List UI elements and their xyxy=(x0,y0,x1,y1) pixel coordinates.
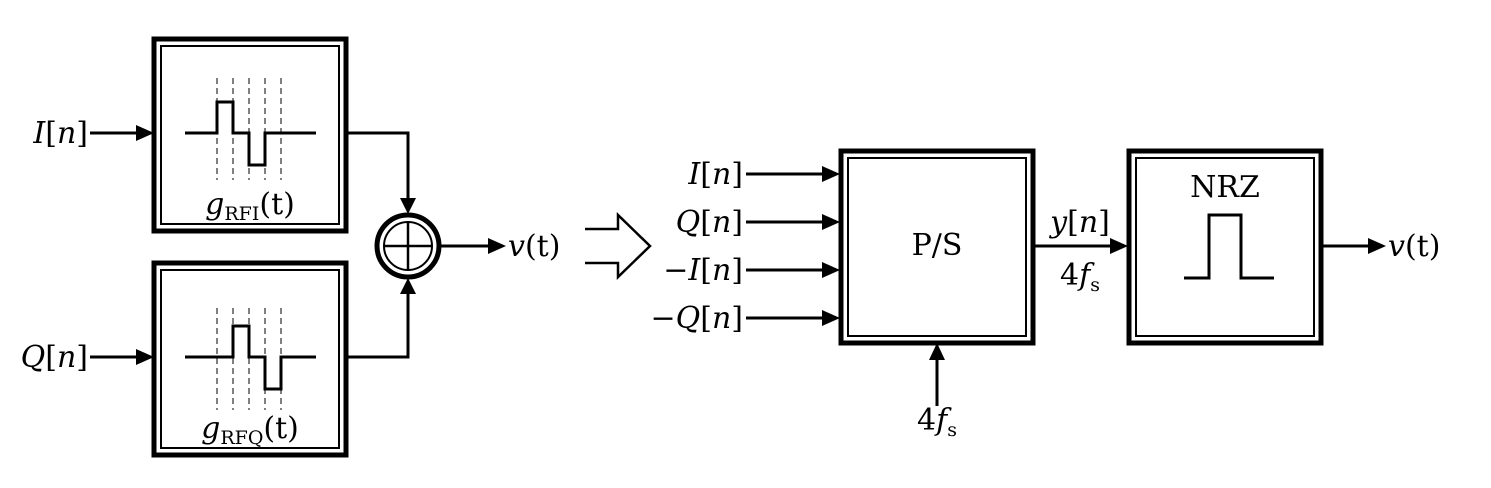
ps-block-label: P/S xyxy=(912,228,963,263)
input-arrow-q xyxy=(90,349,154,365)
output-arrow-right xyxy=(1321,238,1386,254)
nrz-pulse-icon xyxy=(1184,213,1274,280)
ps-input-label-1: I[n] xyxy=(687,157,743,192)
ps-input-arrows xyxy=(746,166,840,326)
nrz-block-label: NRZ xyxy=(1190,170,1260,205)
filter-block-rfi: gRFI(t) xyxy=(151,36,349,234)
mid-rate-label: 4fs xyxy=(1060,258,1100,296)
filter-label-rfi: gRFI(t) xyxy=(205,187,295,225)
ps-block: P/S xyxy=(838,148,1036,346)
summing-junction xyxy=(374,212,442,280)
equivalence-arrow-icon xyxy=(585,212,652,280)
ps-input-label-2: Q[n] xyxy=(676,205,743,240)
clock-label: 4fs xyxy=(917,403,957,441)
output-arrow-left xyxy=(439,238,506,254)
ps-input-label-3: −I[n] xyxy=(663,253,743,288)
input-arrow-i xyxy=(90,125,154,141)
right-diagram: I[n] Q[n] −I[n] −Q[n] P/S 4fs xyxy=(650,148,1440,441)
mid-signal-label: y[n] xyxy=(1048,205,1110,240)
pulse-rfq-icon xyxy=(185,308,316,410)
ps-to-nrz-arrow xyxy=(1033,238,1128,254)
ps-input-label-4: −Q[n] xyxy=(650,301,743,336)
output-label-left: v(t) xyxy=(508,229,560,264)
clock-arrow xyxy=(929,343,945,406)
left-diagram: I[n] gRFI(t) Q[n] xyxy=(21,36,560,458)
summer-connections xyxy=(346,131,416,359)
pulse-rfi-icon xyxy=(185,78,316,180)
filter-label-rfq: gRFQ(t) xyxy=(201,411,299,449)
nrz-block: NRZ xyxy=(1126,148,1324,346)
input-label-q: Q[n] xyxy=(21,340,88,375)
filter-block-rfq: gRFQ(t) xyxy=(151,260,349,458)
input-label-i: I[n] xyxy=(32,116,88,151)
output-label-right: v(t) xyxy=(1388,229,1440,264)
